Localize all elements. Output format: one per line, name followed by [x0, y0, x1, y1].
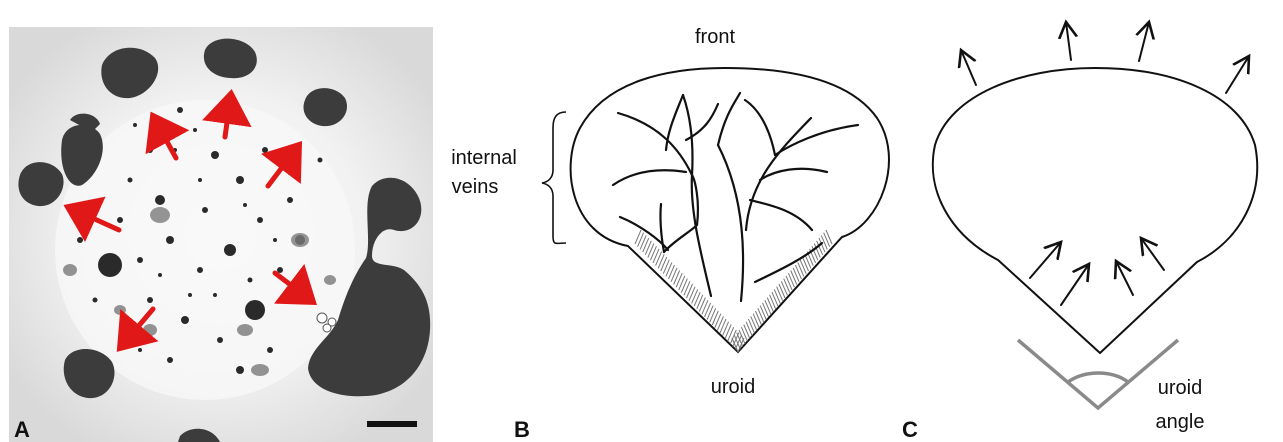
- hatch-line: [781, 281, 787, 295]
- panel-letter-a: A: [14, 417, 30, 442]
- hatch-line: [770, 295, 776, 309]
- hatch-line: [734, 335, 740, 349]
- panel-letter-c: C: [902, 417, 918, 442]
- hatch-line: [756, 311, 762, 325]
- panel-a-photo: A: [9, 27, 433, 442]
- hatch-line: [772, 292, 778, 306]
- internal-label-line1: internal: [451, 147, 517, 169]
- arrow: [1030, 242, 1061, 278]
- hatch-line: [758, 308, 764, 322]
- hatch-line: [767, 298, 773, 312]
- arrow: [1139, 22, 1149, 61]
- hatch-line: [748, 319, 754, 333]
- hatch-line: [788, 273, 794, 287]
- hatch-line: [751, 316, 757, 330]
- vein: [750, 200, 812, 230]
- hatch-line: [786, 276, 792, 290]
- hatch-line: [824, 233, 830, 247]
- lobe: [304, 88, 348, 126]
- internal-veins: [613, 93, 858, 301]
- hatch-line: [795, 265, 801, 279]
- arrow: [1116, 261, 1133, 295]
- angle-arc: [1068, 373, 1128, 382]
- internal-label-line2: veins: [452, 176, 499, 198]
- hatch-line: [765, 300, 771, 314]
- hatch-line: [774, 289, 780, 303]
- panel-b-schematic: front internal: [451, 26, 889, 442]
- hatch-line: [791, 271, 797, 285]
- panel-c-schematic: uroid angle C: [902, 22, 1257, 442]
- arrow: [1061, 264, 1089, 305]
- vein: [745, 100, 775, 155]
- hatch-line: [779, 284, 785, 298]
- vein: [618, 113, 692, 175]
- hatch-line: [746, 322, 752, 336]
- hatch-line: [800, 260, 806, 274]
- interior-arrows: [1030, 238, 1164, 305]
- arrow: [1066, 22, 1071, 60]
- cell-outline-c: [933, 68, 1257, 353]
- vein: [760, 169, 827, 180]
- vein: [775, 125, 858, 155]
- vein: [613, 170, 686, 185]
- hatch-line: [803, 257, 809, 271]
- hatch-line: [741, 327, 747, 341]
- arrow: [1141, 238, 1164, 270]
- vein: [746, 118, 811, 230]
- hatch-line: [763, 303, 769, 317]
- uroid-label: uroid: [711, 376, 755, 398]
- hatch-line: [777, 287, 783, 301]
- arrow: [961, 50, 976, 85]
- hatch-lines: [635, 230, 832, 352]
- vein: [718, 145, 743, 301]
- hatch-line: [798, 262, 804, 276]
- hatch-line: [793, 268, 799, 282]
- uroid-angle-line1: uroid: [1158, 377, 1202, 399]
- hatch-line: [784, 279, 790, 293]
- vein: [718, 93, 740, 145]
- front-label: front: [695, 26, 735, 48]
- arrow: [1226, 56, 1249, 93]
- hatch-line: [826, 230, 832, 244]
- panel-letter-b: B: [514, 417, 530, 442]
- hatch-line: [753, 314, 759, 328]
- scale-bar: [367, 421, 417, 427]
- hatch-line: [760, 306, 766, 320]
- brace: [542, 112, 566, 243]
- hatch-line: [744, 325, 750, 339]
- uroid-angle-line2: angle: [1156, 411, 1205, 433]
